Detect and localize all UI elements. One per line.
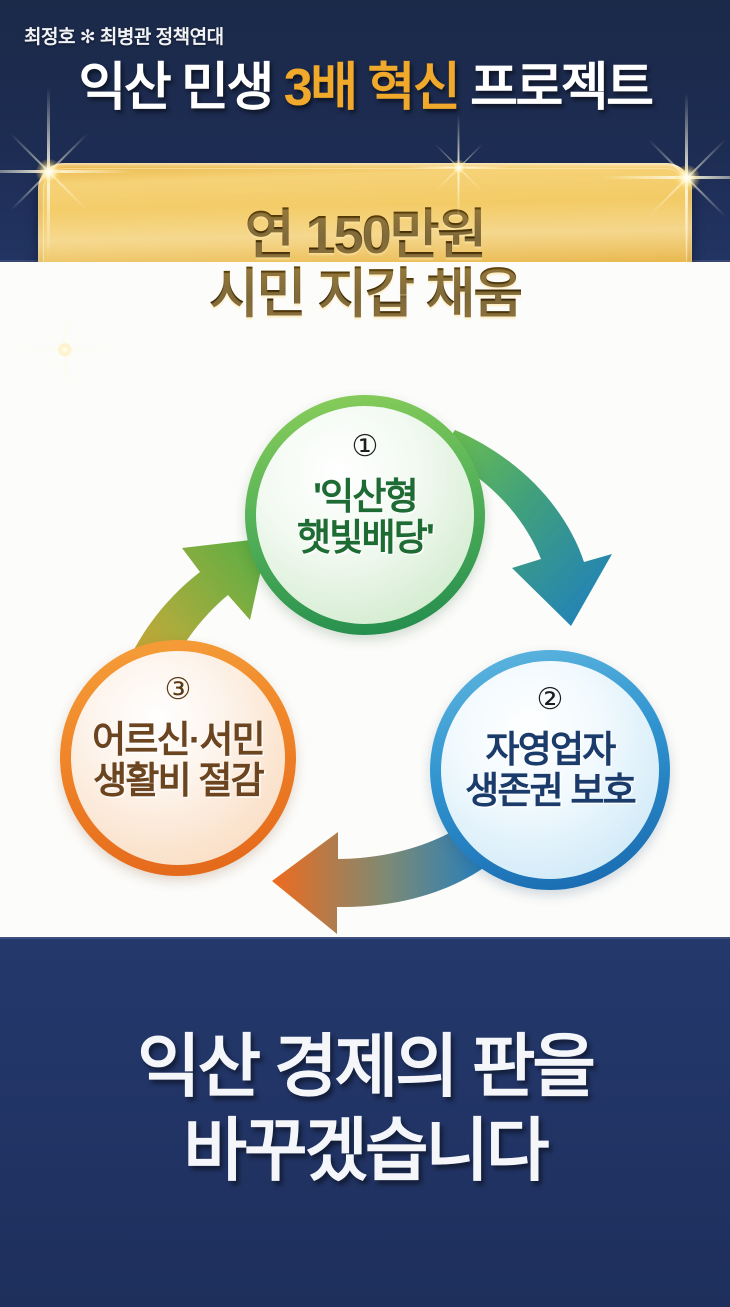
cycle-diagram: ① '익산형 햇빛배당' ② 자영업자 생존권 보호 ③ 어르신·서민 생활비 … [0,262,730,937]
circle-3-number: ③ [164,673,192,706]
circle-1-label: '익산형 햇빛배당' [297,476,435,559]
circle-1-line-1: '익산형 [313,476,419,517]
circle-1-line-2: 햇빛배당' [297,517,435,559]
gold-highlight-banner: 연 150만원 시민 지갑 채움 [0,86,730,397]
arrow-2-to-3-shape [272,823,492,934]
arrow-1-to-2-shape [438,430,612,626]
gold-banner-text: 연 150만원 시민 지갑 채움 [38,163,692,367]
circle-3-line-2: 생활비 절감 [93,760,264,802]
title-part-3: 프로젝트 [458,59,654,117]
circle-2-number: ② [536,683,564,716]
footer-band: 익산 경제의 판을 바꾸겠습니다 [0,937,730,1307]
title-part-1: 익산 민생 [78,59,284,117]
circle-2-small-business[interactable]: ② 자영업자 생존권 보호 [430,650,670,890]
footer-slogan: 익산 경제의 판을 바꾸겠습니다 [0,1025,730,1193]
footer-slogan-line-1: 익산 경제의 판을 [137,1028,596,1105]
circle-3-line-1: 어르신·서민 [92,719,266,760]
coalition-tagline: 최정호 ✻ 최병관 정책연대 [24,27,224,48]
page-title: 익산 민생 3배 혁신 프로젝트 [0,62,730,114]
circle-2-line-2: 생존권 보호 [465,770,636,812]
circle-2-line-1: 자영업자 [485,729,617,770]
footer-slogan-line-2: 바꾸겠습니다 [183,1112,550,1190]
circle-3-living-cost[interactable]: ③ 어르신·서민 생활비 절감 [60,640,296,876]
circle-3-label: 어르신·서민 생활비 절감 [92,719,266,802]
gold-banner-line-2: 시민 지갑 채움 [208,264,523,324]
circle-1-solar-dividend[interactable]: ① '익산형 햇빛배당' [245,395,485,635]
circle-1-number: ① [351,430,379,463]
circle-2-label: 자영업자 생존권 보호 [465,729,636,812]
gold-banner-line-1: 연 150만원 [244,204,487,265]
title-part-accent: 3배 혁신 [283,59,461,117]
